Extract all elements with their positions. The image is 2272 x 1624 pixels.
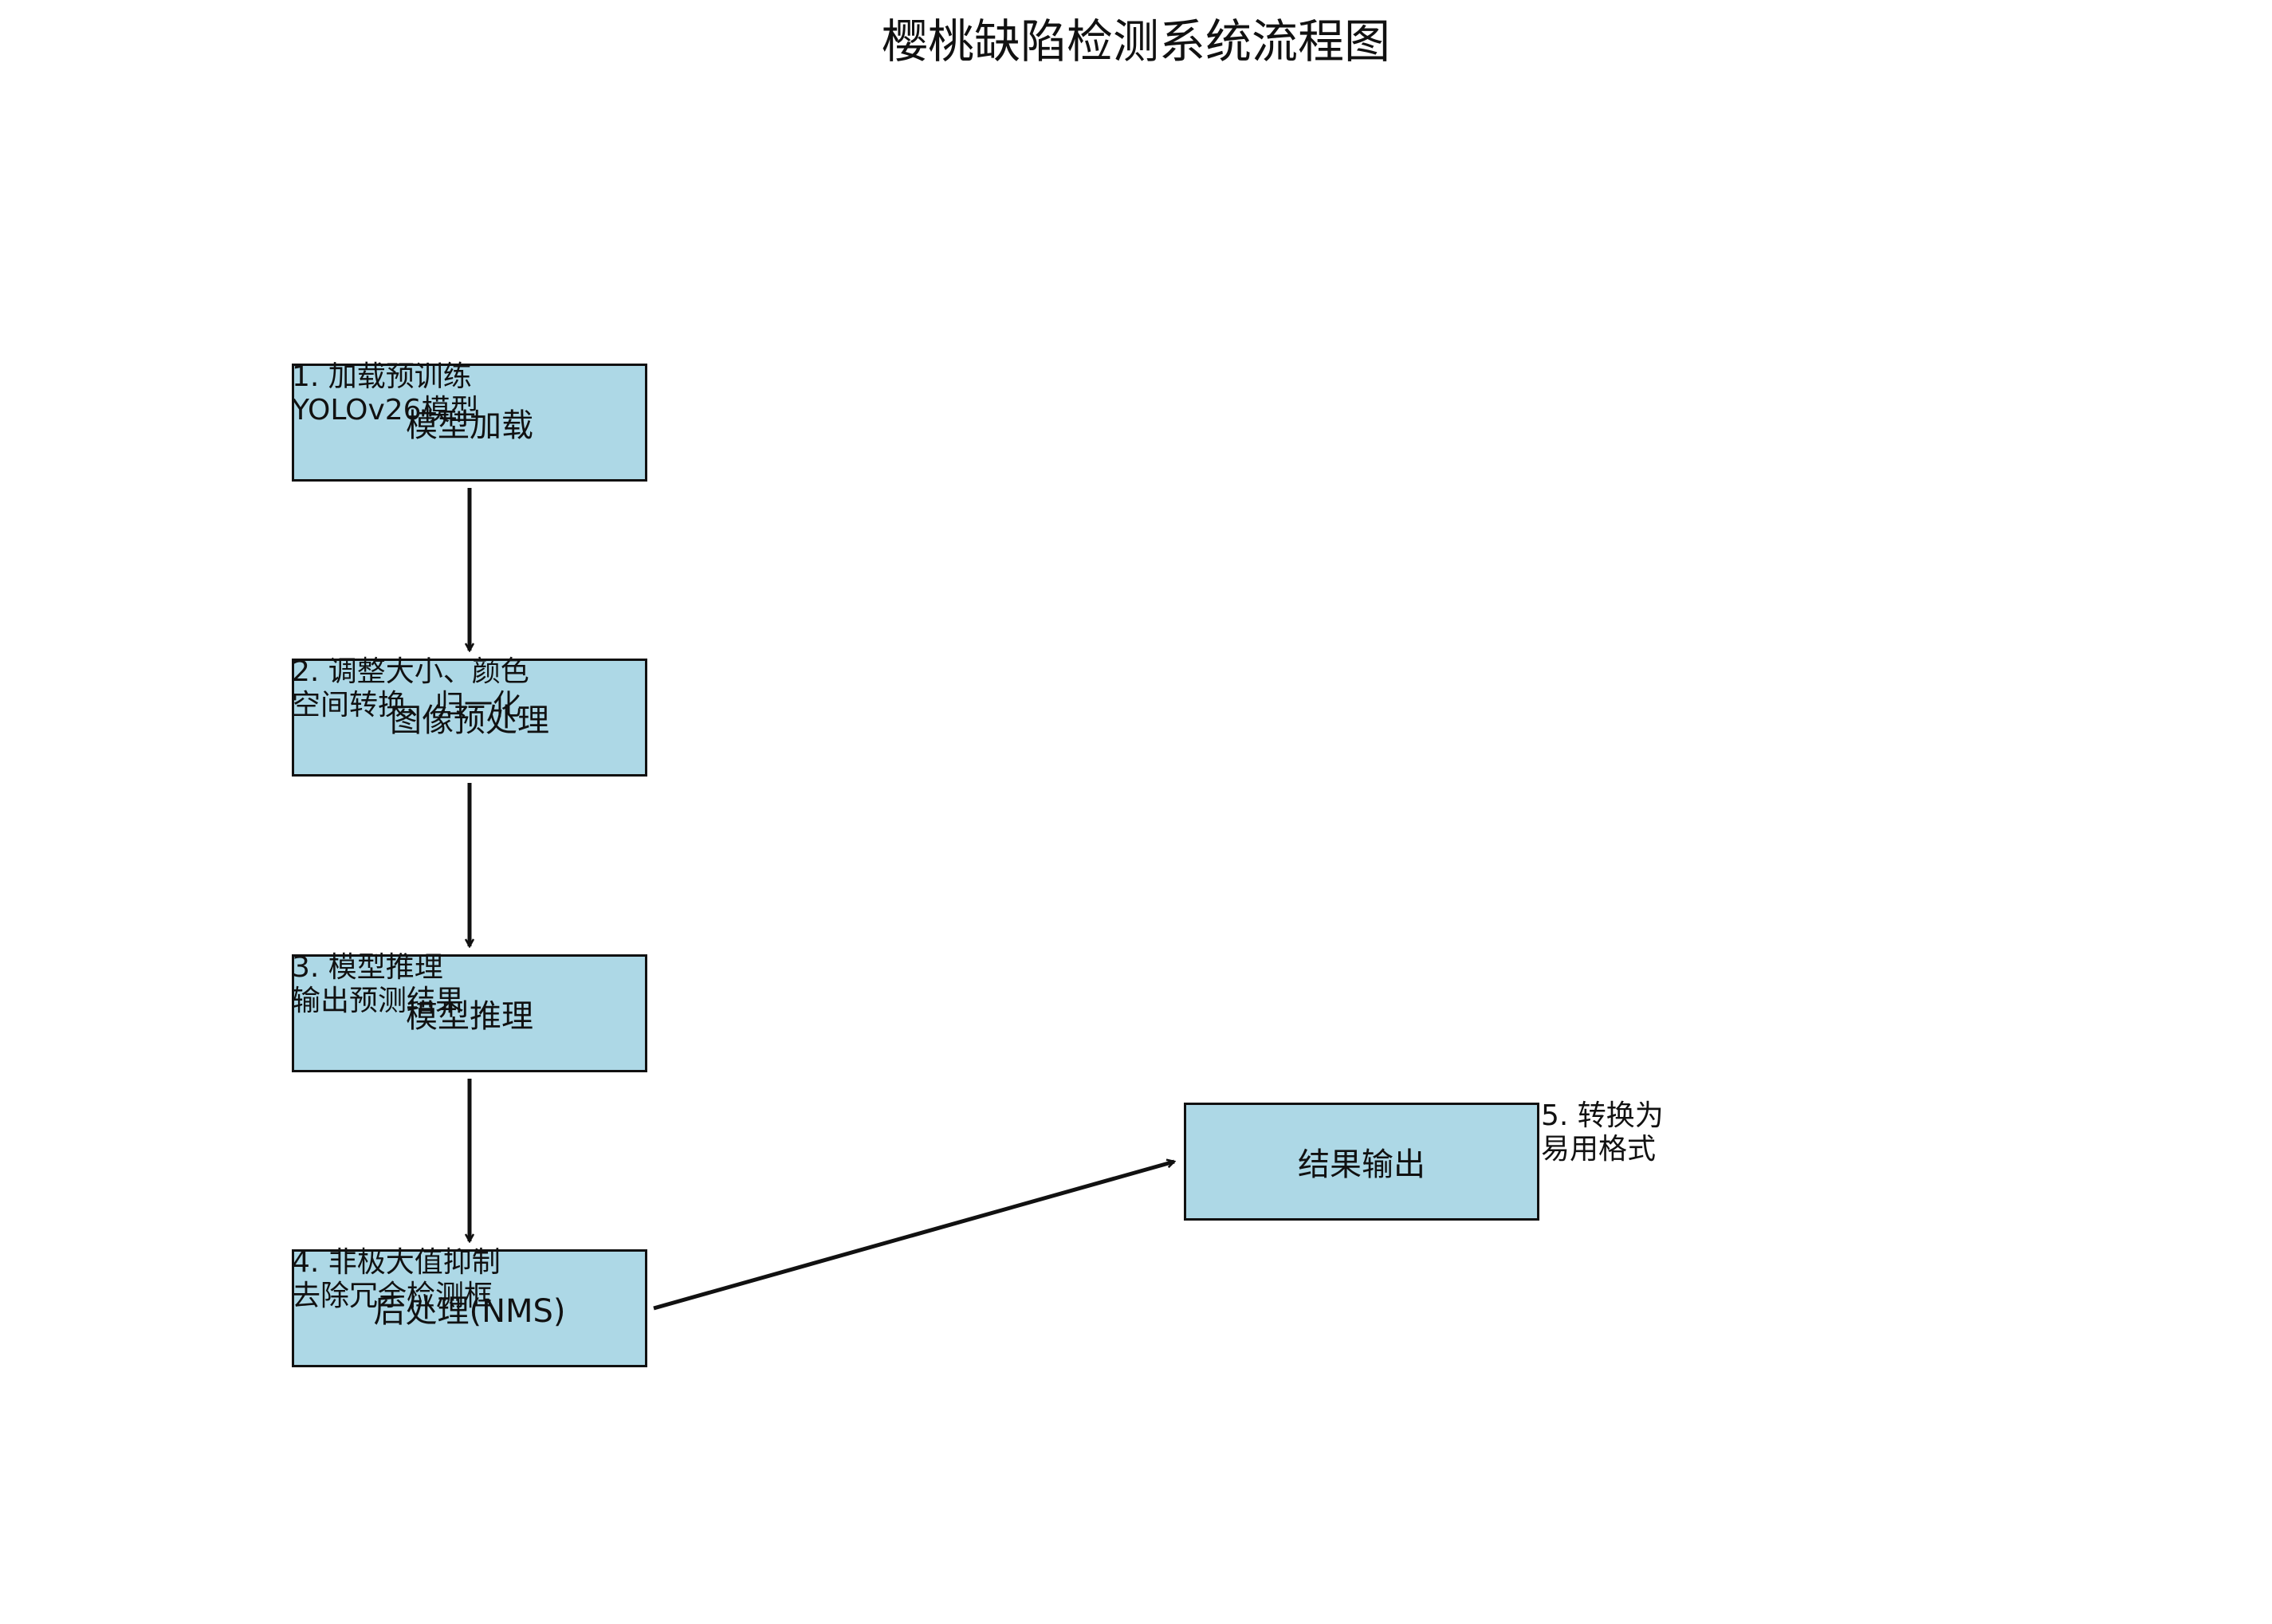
- annotation-post-processing: 4. 非极大值抑制 去除冗余检测框: [292, 1246, 501, 1312]
- annotation-image-preprocessing: 2. 调整大小、颜色 空间转换、归一化: [292, 655, 529, 722]
- node-model-loading: 模型加载: [292, 364, 647, 482]
- annotation-model-inference: 3. 模型推理 输出预测结果: [292, 951, 465, 1017]
- diagram-title: 樱桃缺陷检测系统流程图: [881, 14, 1390, 69]
- node-label-post-processing: 后处理(NMS): [373, 1293, 566, 1330]
- node-label-result-output: 结果输出: [1298, 1146, 1425, 1183]
- edge-post-processing-to-result-output: [653, 1162, 1174, 1311]
- edge-group: [470, 488, 1174, 1311]
- node-label-model-loading: 模型加载: [406, 407, 533, 444]
- node-label-model-inference: 模型推理: [406, 998, 533, 1035]
- node-image-preprocessing: 图像预处理: [292, 659, 647, 777]
- node-result-output: 结果输出: [1184, 1103, 1539, 1221]
- node-post-processing: 后处理(NMS): [292, 1249, 647, 1367]
- annotation-result-output: 5. 转换为 易用格式: [1541, 1099, 1664, 1166]
- node-model-inference: 模型推理: [292, 954, 647, 1072]
- annotation-model-loading: 1. 加载预训练 YOLOv26模型: [292, 360, 479, 427]
- node-label-image-preprocessing: 图像预处理: [390, 702, 549, 739]
